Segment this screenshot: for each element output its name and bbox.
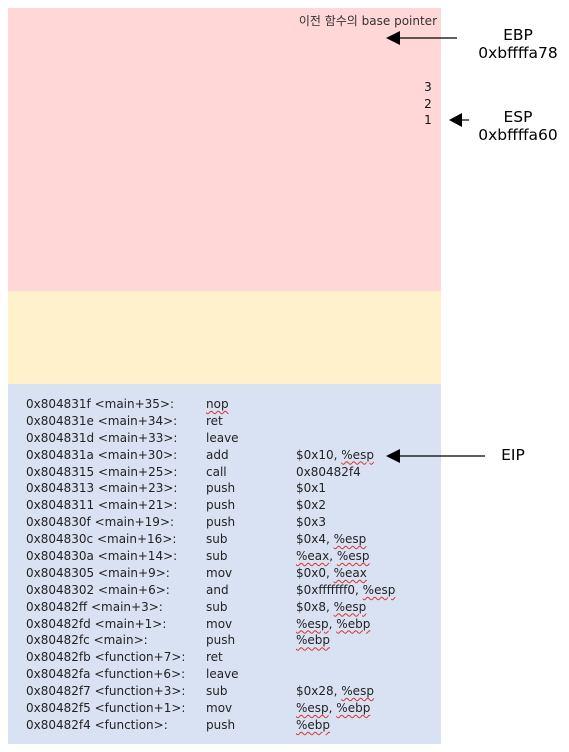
esp-arrow: [449, 113, 469, 127]
eip-arrow: [386, 449, 485, 463]
instruction-operands: $0x2: [296, 498, 327, 513]
instruction-operands: $0x28, %esp: [296, 684, 374, 699]
esp-label: ESP 0xbffffa60: [468, 108, 568, 144]
instruction-address: 0x804831d <main+33>:: [26, 430, 178, 445]
previous-base-pointer-label: 이전 함수의 base pointer: [298, 14, 437, 28]
instruction-mnemonic: leave: [206, 430, 239, 445]
instruction-operands: %ebp: [296, 633, 331, 648]
instruction-address: 0x804831e <main+34>:: [26, 413, 178, 428]
instruction-address: 0x80482fd <main+1>:: [26, 616, 167, 631]
instruction-address: 0x8048315 <main+25>:: [26, 464, 178, 479]
ebp-label: EBP 0xbffffa78: [468, 26, 568, 62]
instruction-mnemonic: sub: [206, 684, 228, 699]
instruction-mnemonic: sub: [206, 532, 228, 547]
instruction-operands: $0x1: [296, 481, 327, 496]
middle-region: [8, 291, 441, 384]
instruction-address: 0x80482f5 <function+1>:: [26, 701, 186, 716]
instruction-operands: %ebp: [296, 717, 331, 732]
instruction-address: 0x80482f7 <function+3>:: [26, 684, 186, 699]
instruction-address: 0x80482fa <function+6>:: [26, 667, 186, 682]
ebp-value: 0xbffffa78: [478, 44, 558, 62]
instruction-mnemonic: push: [206, 481, 236, 496]
instruction-operands: %esp, %ebp: [296, 701, 371, 716]
instruction-operands: 0x80482f4: [296, 464, 361, 479]
instruction-mnemonic: mov: [206, 565, 233, 580]
instruction-operands: $0x0, %eax: [296, 565, 367, 580]
instruction-mnemonic: add: [206, 447, 229, 462]
instruction-address: 0x80482ff <main+3>:: [26, 599, 163, 614]
esp-name: ESP: [503, 108, 533, 126]
instruction-operands: %esp, %ebp: [296, 616, 371, 631]
instruction-operands: $0x8, %esp: [296, 599, 367, 614]
instruction-address: 0x804830c <main+16>:: [26, 532, 177, 547]
instruction-mnemonic: push: [206, 717, 236, 732]
instruction-address: 0x804830f <main+19>:: [26, 515, 175, 530]
instruction-mnemonic: nop: [206, 397, 229, 411]
instruction-mnemonic: call: [206, 464, 227, 479]
stack-value-middle: 2: [424, 96, 432, 111]
instruction-operands: $0x4, %esp: [296, 532, 367, 547]
instruction-mnemonic: sub: [206, 549, 228, 564]
instruction-address: 0x80482f4 <function>:: [26, 717, 168, 732]
stack-region: 이전 함수의 base pointer 3 2 1: [8, 8, 441, 291]
instruction-address: 0x80482fb <function+7>:: [26, 650, 186, 665]
eip-label: EIP: [498, 446, 528, 464]
stack-value-top: 3: [424, 80, 432, 94]
stack-value-bottom: 1: [424, 113, 432, 127]
instruction-address: 0x804831f <main+35>:: [26, 397, 175, 411]
instruction-mnemonic: push: [206, 633, 236, 648]
instruction-operands: $0xfffffff0, %esp: [296, 582, 396, 597]
instruction-mnemonic: and: [206, 582, 229, 597]
instruction-address: 0x8048302 <main+6>:: [26, 582, 170, 597]
instruction-address: 0x804830a <main+14>:: [26, 549, 178, 564]
code-region: 0x804831f <main+35>: nop 0x804831e <main+3…: [8, 384, 441, 744]
instruction-mnemonic: ret: [206, 650, 223, 665]
instruction-operands: $0x3: [296, 515, 327, 530]
instruction-mnemonic: push: [206, 498, 236, 513]
ebp-arrow: [386, 31, 457, 45]
instruction-address: 0x8048305 <main+9>:: [26, 565, 170, 580]
instruction-address: 0x8048313 <main+23>:: [26, 481, 178, 496]
instruction-address: 0x804831a <main+30>:: [26, 447, 178, 462]
ebp-name: EBP: [503, 26, 533, 44]
stack-values: 3 2 1: [422, 79, 434, 129]
instruction-mnemonic: sub: [206, 599, 228, 614]
instruction-mnemonic: leave: [206, 667, 239, 682]
instruction-address: 0x8048311 <main+21>:: [26, 498, 178, 513]
eip-name: EIP: [501, 446, 525, 464]
esp-value: 0xbffffa60: [478, 126, 558, 144]
instruction-mnemonic: push: [206, 515, 236, 530]
instruction-mnemonic: mov: [206, 701, 233, 716]
instruction-address: 0x80482fc <main>:: [26, 633, 148, 648]
instruction-mnemonic: mov: [206, 616, 233, 631]
instruction-operands: $0x10, %esp: [296, 447, 374, 462]
instruction-operands: %eax, %esp: [296, 549, 370, 564]
instruction-mnemonic: ret: [206, 413, 223, 428]
